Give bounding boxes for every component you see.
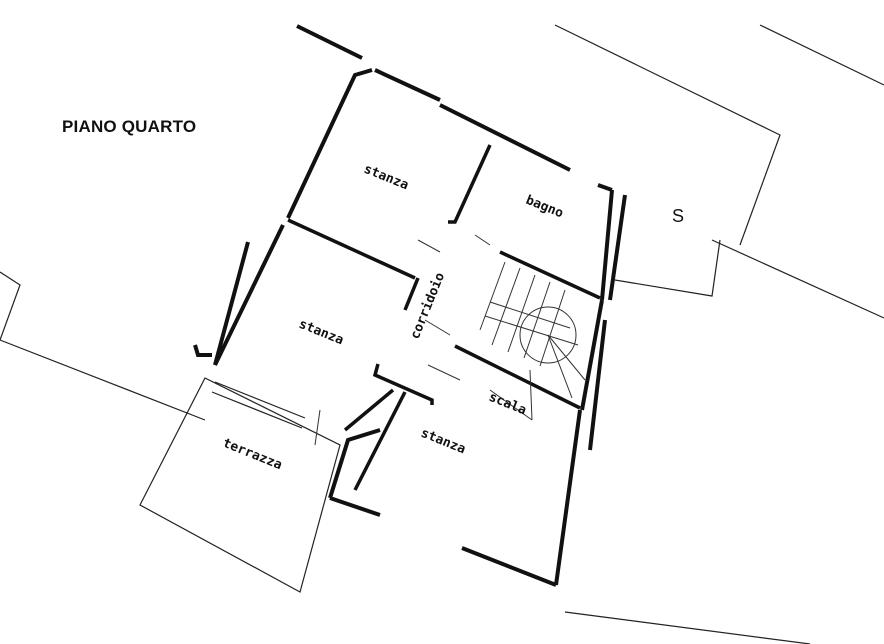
floor-title: PIANO QUARTO (62, 117, 197, 136)
staircase (479, 261, 586, 421)
room-label-stanza-left: stanza (297, 317, 346, 349)
outer-walls (193, 24, 627, 587)
context-lines (0, 24, 884, 644)
room-label-bagno: bagno (524, 193, 566, 222)
interior-walls (287, 144, 601, 491)
door-marks (314, 234, 491, 446)
marker-s: S (672, 206, 684, 226)
room-label-terrazza: terrazza (221, 436, 285, 473)
room-label-stanza-top: stanza (362, 162, 411, 194)
room-label-stanza-bottom: stanza (419, 426, 468, 458)
room-label-scala: scala (487, 390, 529, 419)
